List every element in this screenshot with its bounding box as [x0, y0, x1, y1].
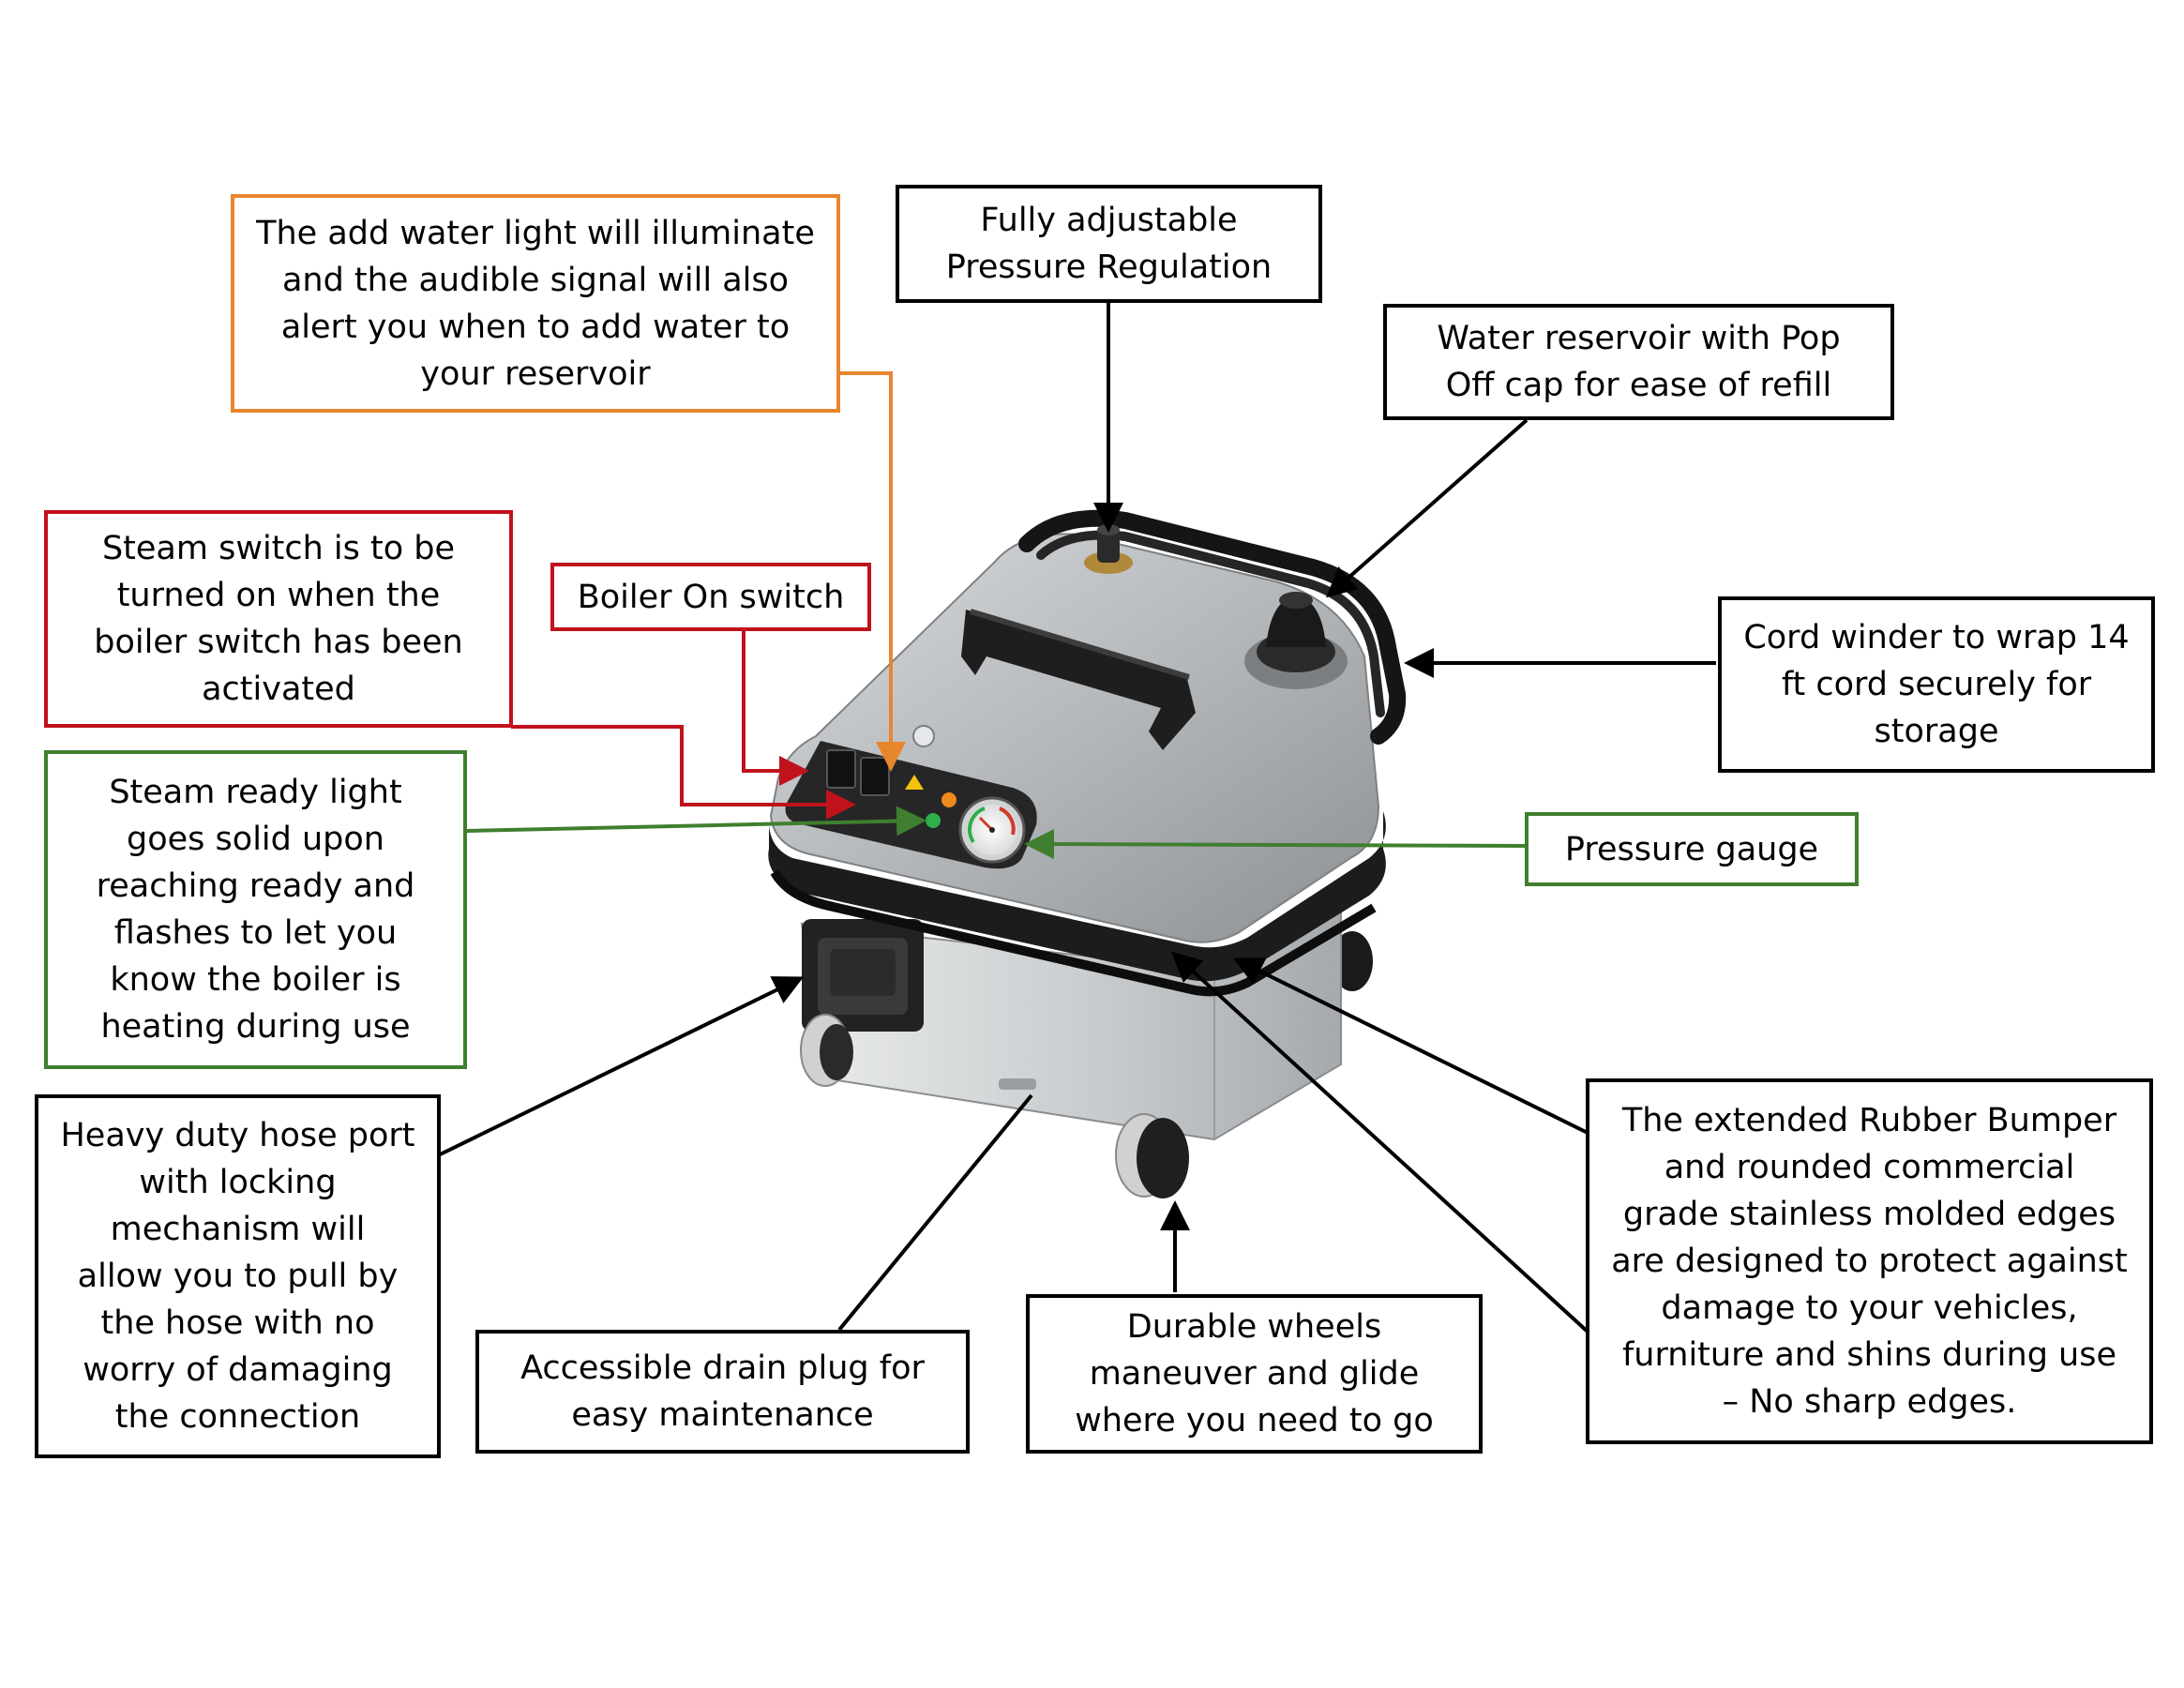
callout-cord-winder: Cord winder to wrap 14 ft cord securely … [1718, 596, 2155, 773]
top-bolt [912, 725, 935, 747]
arrow-steam-ready-light [465, 806, 926, 836]
add-water-light [941, 792, 956, 807]
wheel-front-left [800, 1014, 853, 1087]
control-panel [785, 741, 1037, 869]
callout-drain-plug: Accessible drain plug for easy maintenan… [475, 1330, 970, 1454]
rubber-bumper [768, 811, 1386, 982]
callout-boiler-on-switch: Boiler On switch [550, 563, 871, 631]
callout-add-water-light: The add water light will illuminate and … [231, 194, 840, 413]
drain-plug [999, 1078, 1036, 1090]
connector-lines [428, 303, 1716, 1334]
callout-steam-ready-light: Steam ready light goes solid upon reachi… [44, 750, 467, 1069]
arrow-rubber-bumper-1 [1232, 957, 1589, 1135]
callout-water-reservoir: Water reservoir with Pop Off cap for eas… [1383, 304, 1894, 420]
steam-switch [860, 757, 890, 796]
wheel-front-right [1115, 1113, 1189, 1198]
boiler-switch [826, 749, 856, 789]
arrow-water-reservoir [1326, 418, 1529, 598]
steam-ready-light [926, 813, 941, 828]
carry-handle [961, 609, 1196, 750]
callout-rubber-bumper: The extended Rubber Bumper and rounded c… [1586, 1078, 2153, 1444]
callout-pressure-regulation: Fully adjustable Pressure Regulation [896, 185, 1322, 303]
arrow-rubber-bumper-2 [1171, 951, 1589, 1334]
callout-steam-switch: Steam switch is to be turned on when the… [44, 510, 513, 728]
arrow-hose-port [428, 976, 805, 1162]
arrow-add-water-light [840, 371, 906, 772]
steam-cleaner-machine [768, 509, 1407, 1198]
arrow-pressure-gauge [1024, 829, 1527, 860]
pressure-gauge [958, 796, 1026, 864]
arrow-steam-switch [511, 725, 856, 820]
callout-hose-port: Heavy duty hose port with locking mechan… [35, 1094, 441, 1458]
callout-pressure-gauge: Pressure gauge [1525, 812, 1859, 886]
hose-port [802, 919, 924, 1032]
callout-wheels: Durable wheels maneuver and glide where … [1026, 1294, 1483, 1454]
line-drain-plug [837, 1093, 1033, 1332]
reservoir-cap [1244, 592, 1348, 689]
arrow-boiler-on-switch [742, 630, 809, 786]
